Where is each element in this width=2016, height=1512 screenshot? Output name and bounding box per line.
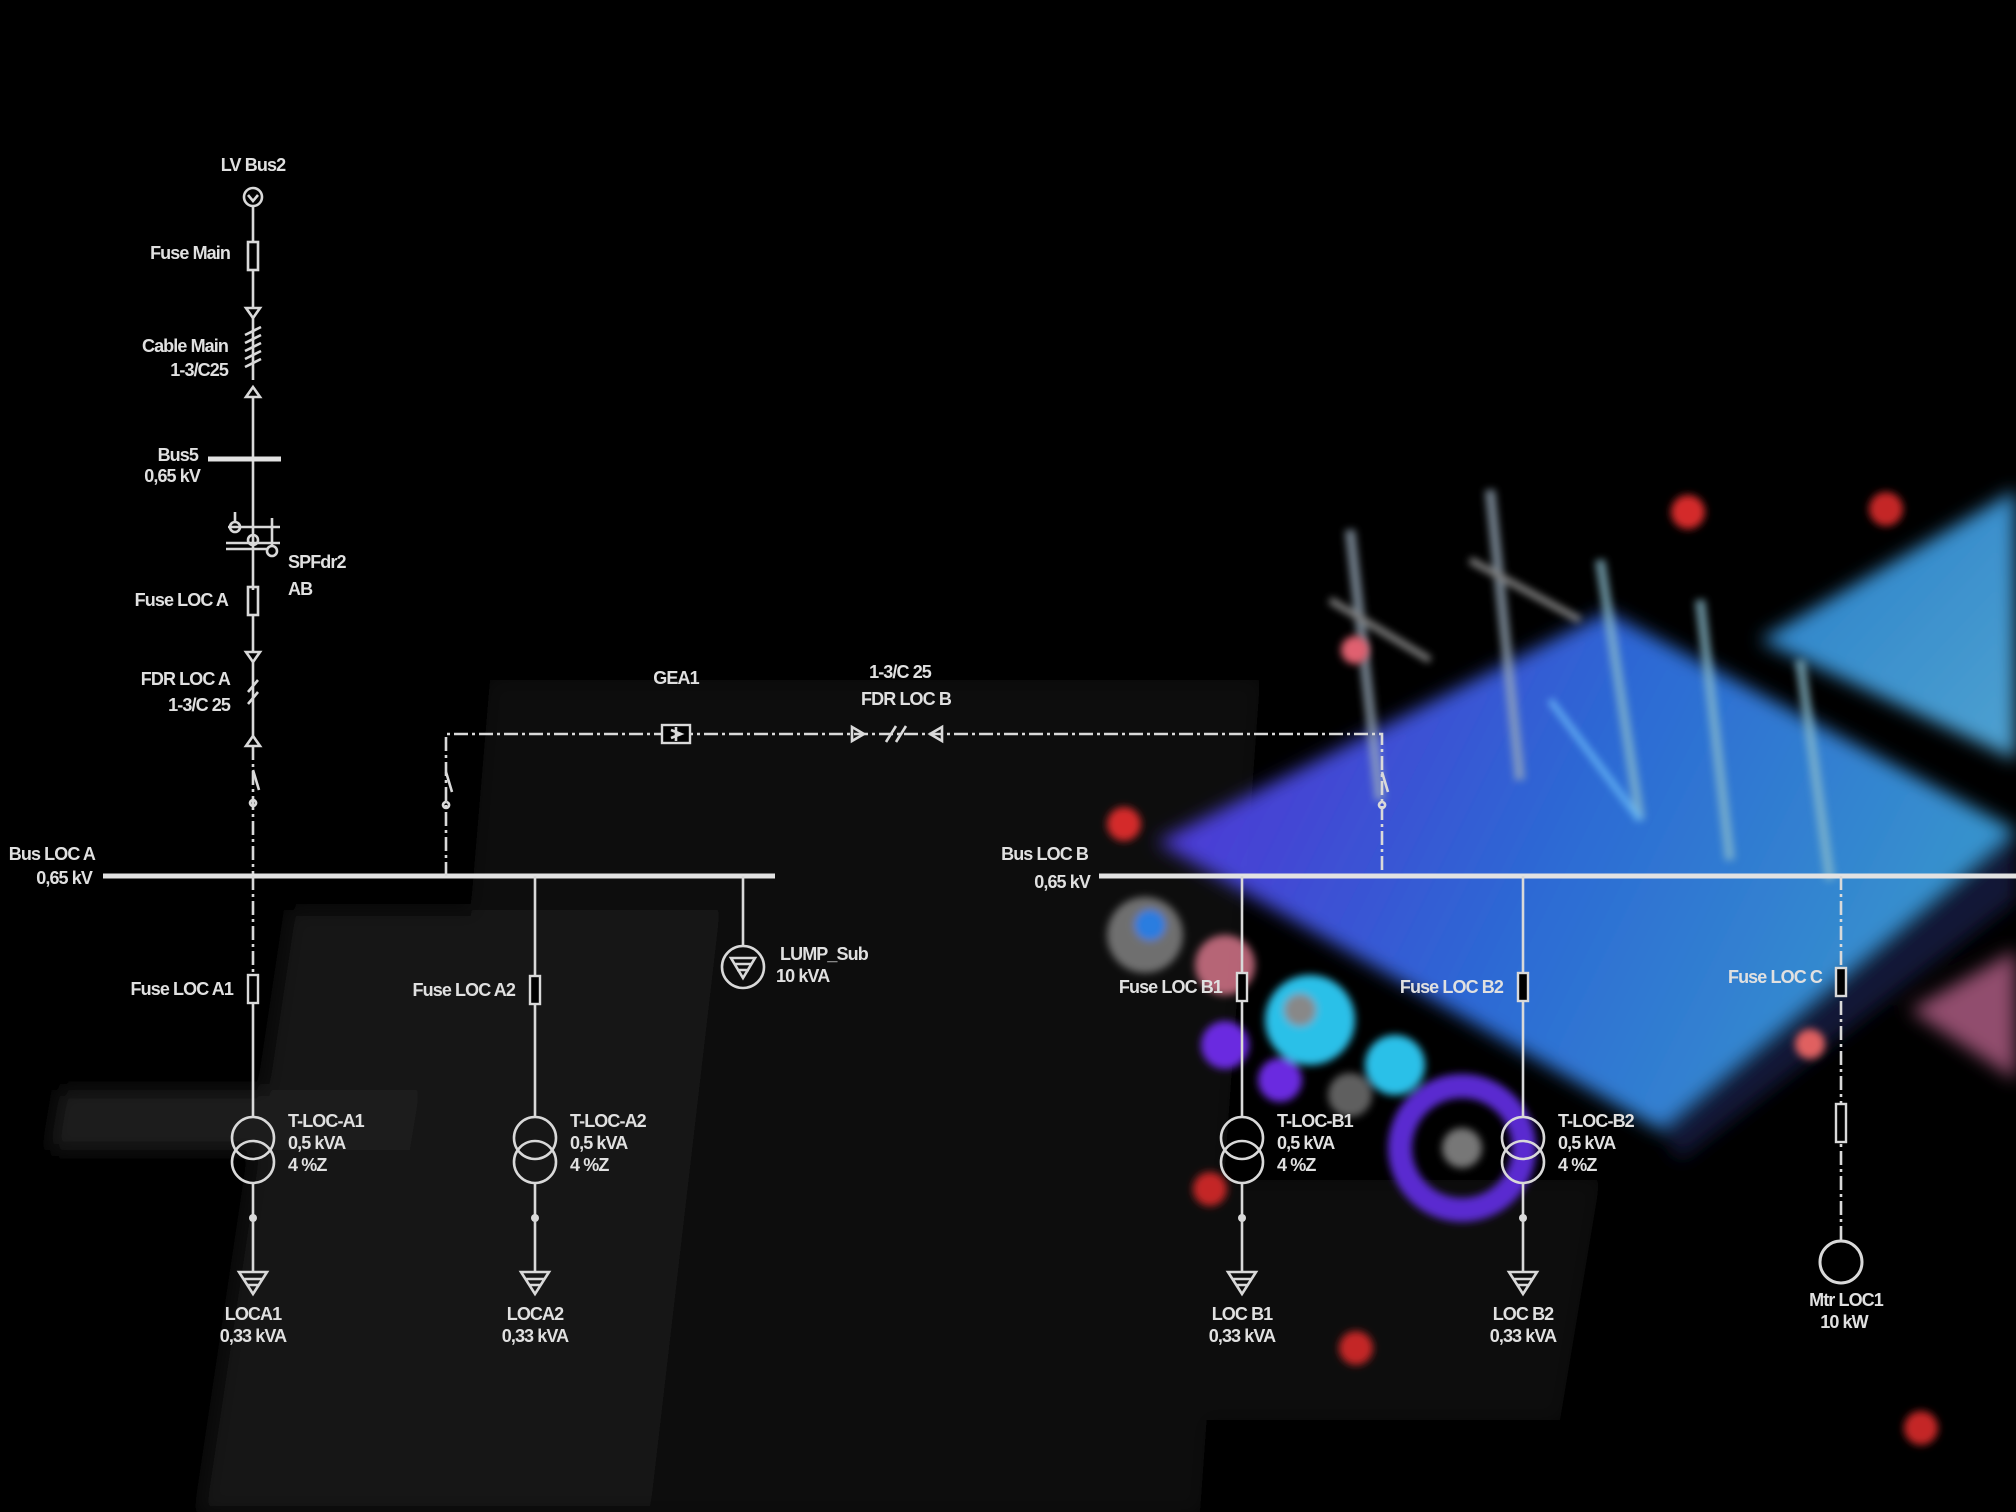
node-dot-icon bbox=[249, 1214, 257, 1222]
fuse-label: Fuse LOC B1 bbox=[1119, 977, 1223, 997]
utility-source-icon[interactable] bbox=[242, 186, 264, 208]
cable-termination-icon bbox=[927, 724, 944, 744]
fdr-loc-b-label: FDR LOC B bbox=[861, 689, 952, 709]
fuse-loc-c-label: Fuse LOC C bbox=[1728, 967, 1823, 987]
overload-icon[interactable] bbox=[1834, 1102, 1848, 1144]
node-dot-icon bbox=[1238, 1214, 1246, 1222]
transformer-rating: 0,5 kVA bbox=[570, 1133, 628, 1153]
load-rating: 0,33 kVA bbox=[502, 1326, 569, 1346]
load-icon[interactable] bbox=[518, 1270, 552, 1297]
fuse-icon[interactable] bbox=[246, 973, 260, 1005]
fuse-label: Fuse LOC A2 bbox=[413, 980, 516, 1000]
cable-main-size: 1-3/C25 bbox=[170, 360, 229, 380]
load-label: LOCA1 bbox=[225, 1304, 282, 1324]
fuse-main-label: Fuse Main bbox=[150, 243, 230, 263]
fuse-loc-c-icon[interactable] bbox=[1834, 966, 1848, 998]
fuse-label: Fuse LOC A1 bbox=[131, 979, 234, 999]
load-label: LOC B1 bbox=[1212, 1304, 1273, 1324]
load-rating: 0,33 kVA bbox=[1490, 1326, 1557, 1346]
load-icon[interactable] bbox=[1506, 1270, 1540, 1297]
load-rating: 0,33 kVA bbox=[220, 1326, 287, 1346]
load-rating: 0,33 kVA bbox=[1209, 1326, 1276, 1346]
fuse-loc-a-icon[interactable] bbox=[246, 585, 260, 617]
lump-label: LUMP_Sub bbox=[780, 944, 869, 964]
node-dot-icon bbox=[531, 1214, 539, 1222]
transformer-impedance: 4 %Z bbox=[288, 1155, 327, 1175]
cable-termination-icon bbox=[243, 650, 263, 665]
motor-branch: Fuse LOC C Mtr LOC1 10 kW bbox=[1728, 876, 1885, 1332]
tie-switch-b-icon[interactable] bbox=[1377, 771, 1390, 810]
transformer-icon[interactable] bbox=[512, 1115, 558, 1185]
fdr-loc-b-size: 1-3/C 25 bbox=[869, 662, 932, 682]
cable-main-icon[interactable] bbox=[244, 325, 262, 369]
transformer-icon[interactable] bbox=[1500, 1115, 1546, 1185]
fuse-icon[interactable] bbox=[1516, 971, 1530, 1003]
motor-label: Mtr LOC1 bbox=[1809, 1290, 1884, 1310]
bus-loc-a-label: Bus LOC A bbox=[9, 844, 96, 864]
transformer-label: T-LOC-A2 bbox=[570, 1111, 647, 1131]
transformer-impedance: 4 %Z bbox=[1558, 1155, 1597, 1175]
bus-loc-a-voltage: 0,65 kV bbox=[36, 868, 93, 888]
transformer-rating: 0,5 kVA bbox=[1277, 1133, 1335, 1153]
node-dot-icon bbox=[1519, 1214, 1527, 1222]
fuse-label: Fuse LOC B2 bbox=[1400, 977, 1504, 997]
transformer-impedance: 4 %Z bbox=[1277, 1155, 1316, 1175]
disconnect-switch-icon[interactable] bbox=[248, 769, 261, 808]
transformer-icon[interactable] bbox=[230, 1115, 276, 1185]
fdr-loc-b-cable-icon[interactable] bbox=[884, 725, 908, 743]
platform-circles bbox=[1107, 492, 1938, 1445]
cable-termination-icon bbox=[243, 384, 263, 399]
fdr-loc-a-label: FDR LOC A bbox=[141, 669, 231, 689]
spfdr-ab: AB bbox=[288, 579, 313, 599]
fuse-icon[interactable] bbox=[528, 974, 542, 1006]
load-icon[interactable] bbox=[236, 1270, 270, 1297]
cable-termination-icon bbox=[850, 724, 867, 744]
bus-loc-b-label: Bus LOC B bbox=[1001, 844, 1089, 864]
transformer-label: T-LOC-B2 bbox=[1558, 1111, 1635, 1131]
bus5-label: Bus5 bbox=[158, 445, 199, 465]
transformer-icon[interactable] bbox=[1219, 1115, 1265, 1185]
fuse-loc-a-label: Fuse LOC A bbox=[135, 590, 229, 610]
fuse-main-icon[interactable] bbox=[246, 240, 260, 272]
tie-switch-a-icon[interactable] bbox=[441, 771, 454, 810]
dark-panels bbox=[50, 680, 1600, 1512]
fdr-loc-a-size: 1-3/C 25 bbox=[168, 695, 231, 715]
source-label: LV Bus2 bbox=[221, 155, 286, 175]
cable-termination-icon bbox=[243, 733, 263, 748]
transformer-label: T-LOC-A1 bbox=[288, 1111, 365, 1131]
gea1-label: GEA1 bbox=[653, 668, 699, 688]
spfdr-switch-icon[interactable] bbox=[226, 512, 280, 558]
cable-main-label: Cable Main bbox=[142, 336, 228, 356]
motor-rating: 10 kW bbox=[1820, 1312, 1868, 1332]
bus5-voltage: 0,65 kV bbox=[144, 466, 201, 486]
load-label: LOC B2 bbox=[1493, 1304, 1554, 1324]
transformer-label: T-LOC-B1 bbox=[1277, 1111, 1354, 1131]
spfdr-label: SPFdr2 bbox=[288, 552, 347, 572]
fdr-loc-a-cable-icon[interactable] bbox=[247, 679, 259, 705]
lump-sub[interactable] bbox=[720, 876, 766, 990]
lump-rating: 10 kVA bbox=[776, 966, 830, 986]
cable-termination-icon bbox=[243, 306, 263, 321]
bus-loc-b-voltage: 0,65 kV bbox=[1034, 872, 1091, 892]
platform-towers bbox=[1328, 489, 1835, 881]
transformer-impedance: 4 %Z bbox=[570, 1155, 609, 1175]
transformer-rating: 0,5 kVA bbox=[288, 1133, 346, 1153]
load-label: LOCA2 bbox=[507, 1304, 564, 1324]
transformer-rating: 0,5 kVA bbox=[1558, 1133, 1616, 1153]
tie-feeder: GEA1 1-3/C 25 FDR LOC B bbox=[441, 662, 1390, 876]
main-feeder: LV Bus2 Fuse Main Cable Main 1-3/C25 Bus… bbox=[135, 155, 347, 876]
fuse-icon[interactable] bbox=[1235, 971, 1249, 1003]
motor-icon[interactable] bbox=[1818, 1239, 1864, 1285]
load-icon[interactable] bbox=[1225, 1270, 1259, 1297]
gea1-icon[interactable] bbox=[660, 723, 692, 745]
